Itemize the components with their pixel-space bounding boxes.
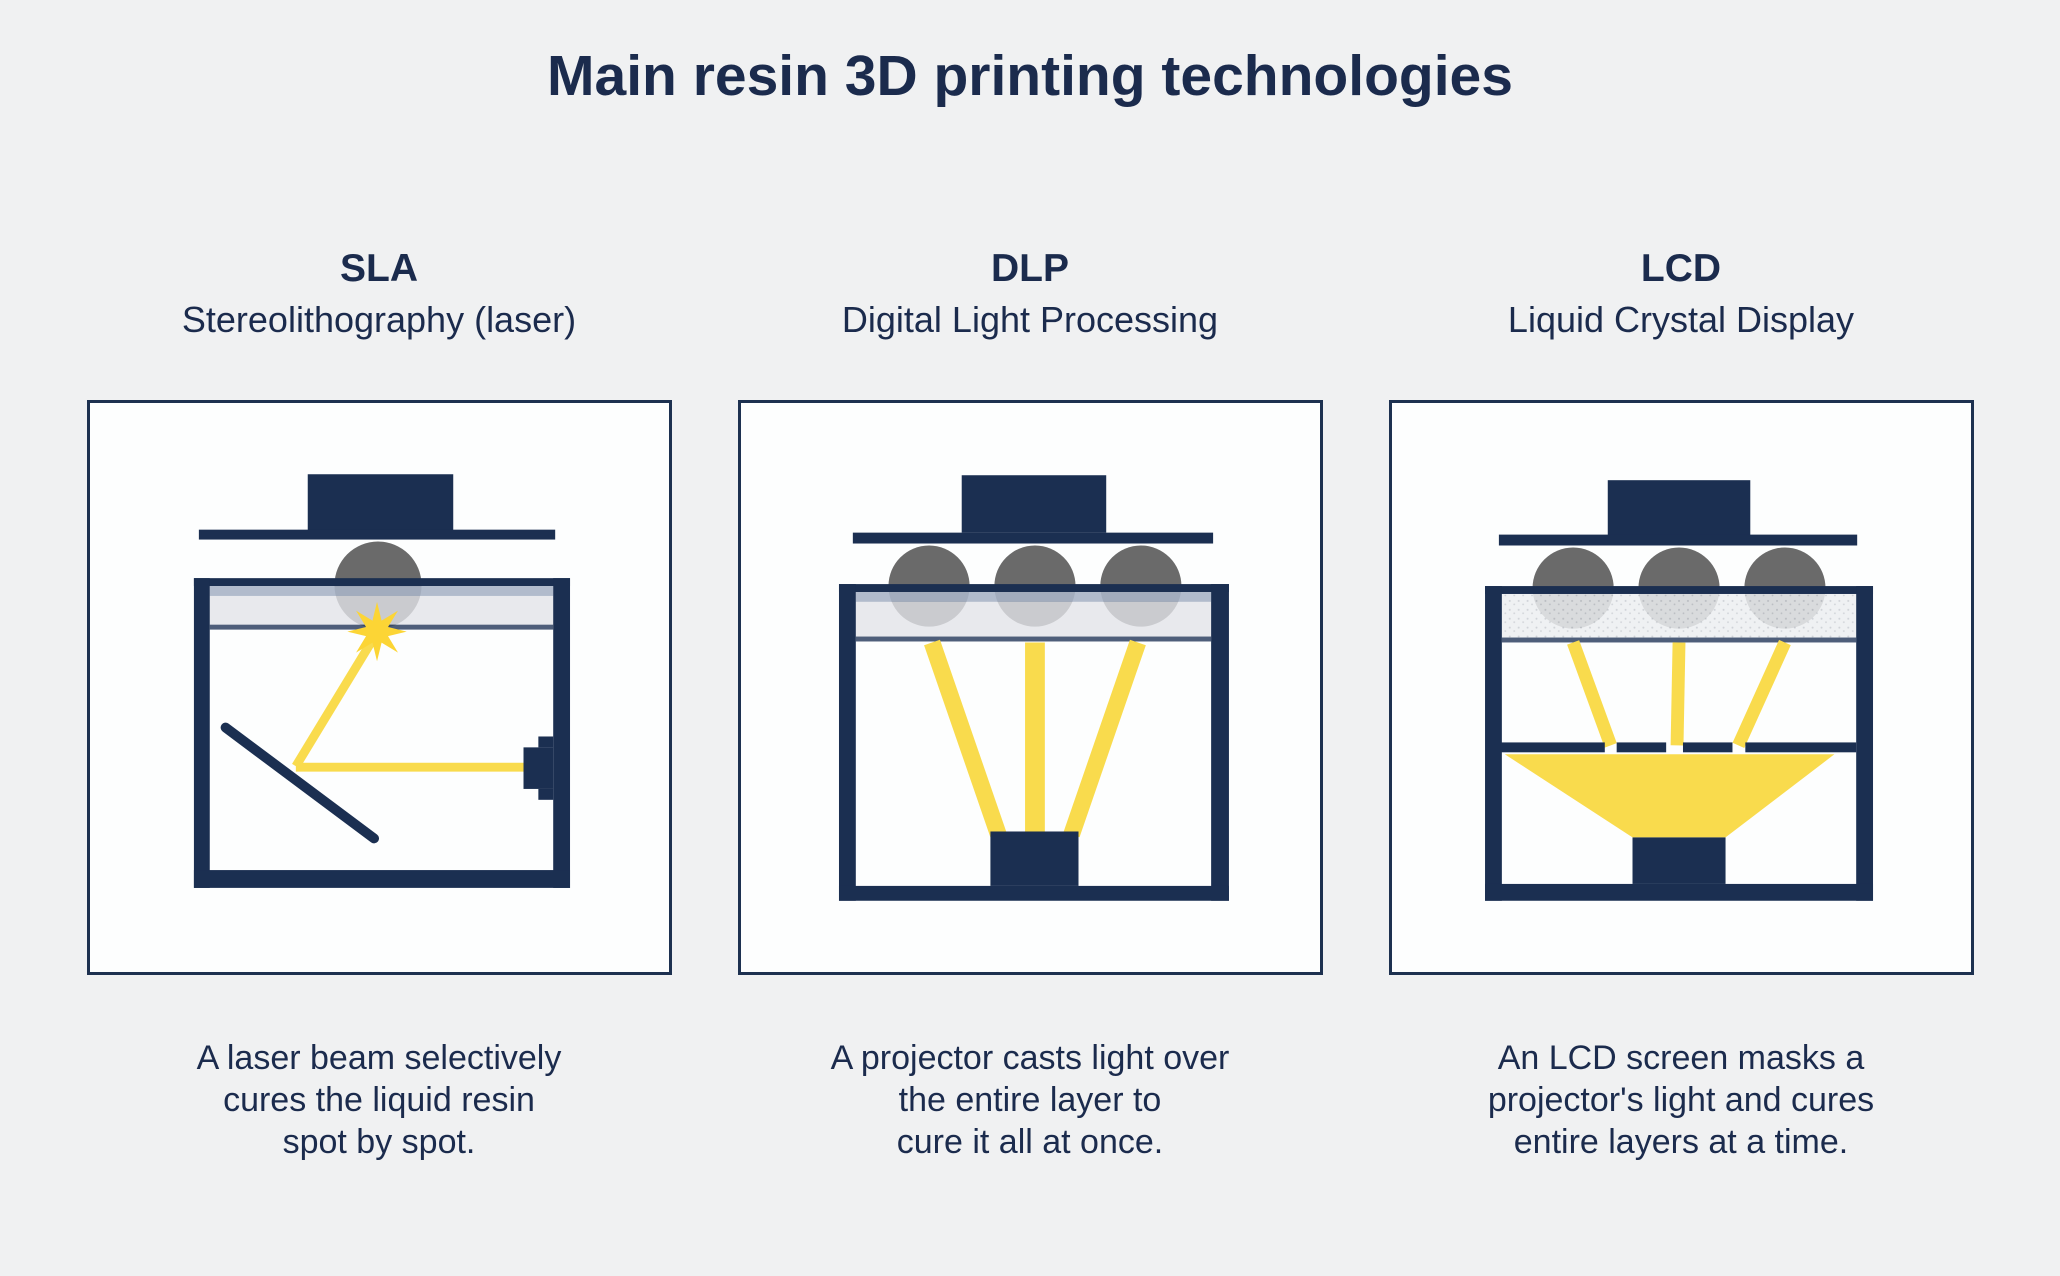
build-platform-icon [198,474,555,540]
build-platform-icon [1498,480,1857,546]
projector-icon [1632,837,1726,884]
panel-subtitle: Stereolithography (laser) [181,299,577,340]
sla-diagram-box [86,400,672,975]
laser-mirror-icon [220,722,379,844]
cure-spark-icon [346,601,407,662]
lcd-screen-icon [1500,742,1856,753]
dlp-diagram [838,475,1229,901]
infographic-title: Main resin 3D printing technologies [547,44,1513,108]
lcd-diagram-box [1388,400,1974,975]
panel-acronym: DLP [991,247,1069,290]
laser-beam-icon [291,630,524,772]
panel-lcd: LCD Liquid Crystal Display [1388,243,1974,1163]
panel-subtitle: Liquid Crystal Display [1507,299,1855,340]
sla-diagram [193,474,570,888]
panel-acronym: SLA [340,247,418,290]
build-platform-icon [852,475,1213,544]
light-cone-icon [1504,754,1834,838]
panel-acronym: LCD [1640,247,1722,290]
lcd-diagram [1484,480,1873,901]
laser-source-icon [523,736,553,800]
technology-panels: SLA Stereolithography (laser) [0,243,2060,1163]
light-beams-icon [1566,639,1791,749]
projector-icon [989,831,1079,886]
resin-vat-icon [1484,586,1873,901]
dlp-diagram-box [737,400,1323,975]
resin-vat-icon [838,584,1229,901]
panel-subtitle: Digital Light Processing [841,299,1219,340]
panel-sla: SLA Stereolithography (laser) [86,243,672,1163]
light-beams-icon [923,639,1146,838]
panel-description: A laser beam selectively cures the liqui… [196,1039,562,1161]
panel-description: An LCD screen masks a projector's light … [1487,1039,1875,1161]
panel-dlp: DLP Digital Light Processing [737,243,1323,1163]
panel-description: A projector casts light over the entire … [830,1039,1230,1161]
